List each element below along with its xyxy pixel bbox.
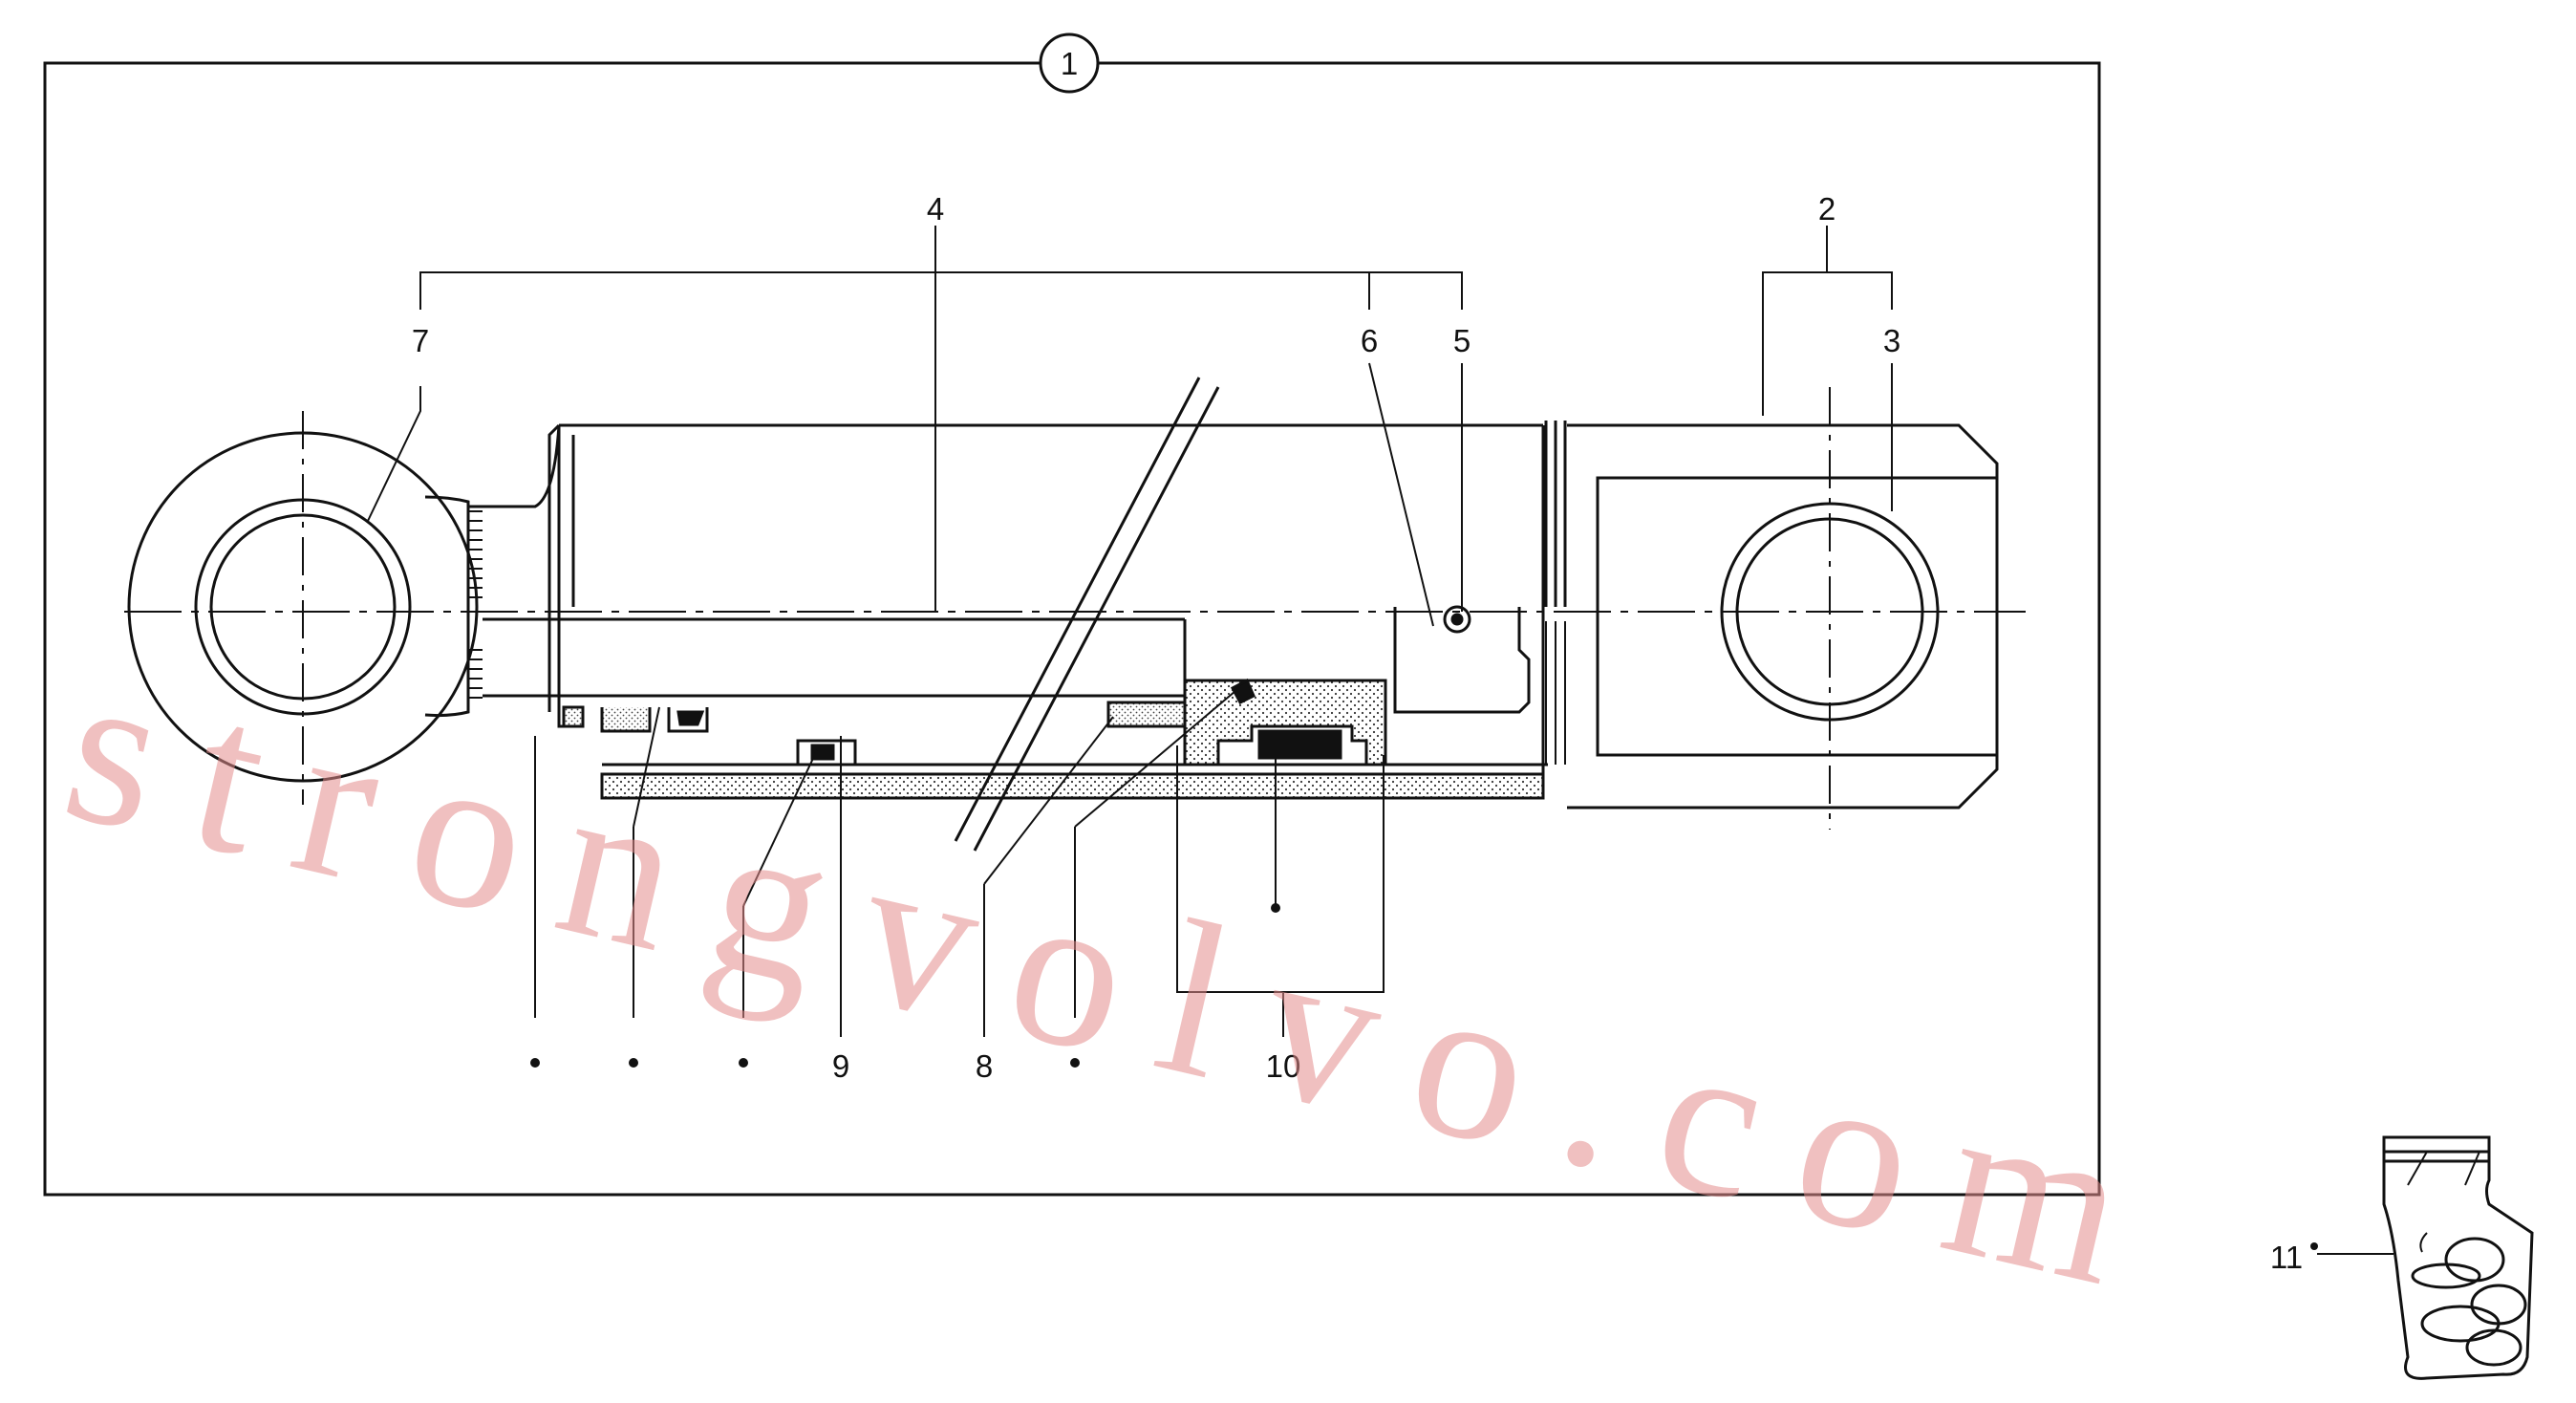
head-thread [1545, 621, 1566, 765]
cylinder-head [1567, 387, 1999, 830]
seal-kit-bag-icon [2382, 1135, 2534, 1380]
leader-lines [367, 226, 2394, 1255]
gland-thread [468, 510, 483, 699]
kit-number: 1 [1061, 46, 1078, 81]
callout-3: 3 [1883, 323, 1900, 358]
callout-8: 8 [976, 1048, 993, 1084]
kit-number-badge: 1 [1039, 32, 1100, 94]
piston [1183, 678, 1387, 766]
callout-9: 9 [832, 1048, 849, 1084]
dots [530, 903, 2318, 1250]
callout-2: 2 [1818, 191, 1835, 227]
gland-seals [557, 701, 1187, 766]
break-lines [954, 377, 1220, 852]
callout-4: 4 [927, 191, 944, 227]
callout-11: 11 [2270, 1240, 2303, 1275]
piston-rod [483, 617, 1187, 698]
piston-nut [1393, 605, 1531, 714]
tube-wall-section [600, 772, 1545, 800]
callout-10: 10 [1266, 1048, 1301, 1084]
watermark-text: strongvolvo.com [47, 621, 2189, 1341]
callout-7: 7 [412, 323, 429, 358]
callout-6: 6 [1361, 323, 1378, 358]
callout-5: 5 [1453, 323, 1470, 358]
